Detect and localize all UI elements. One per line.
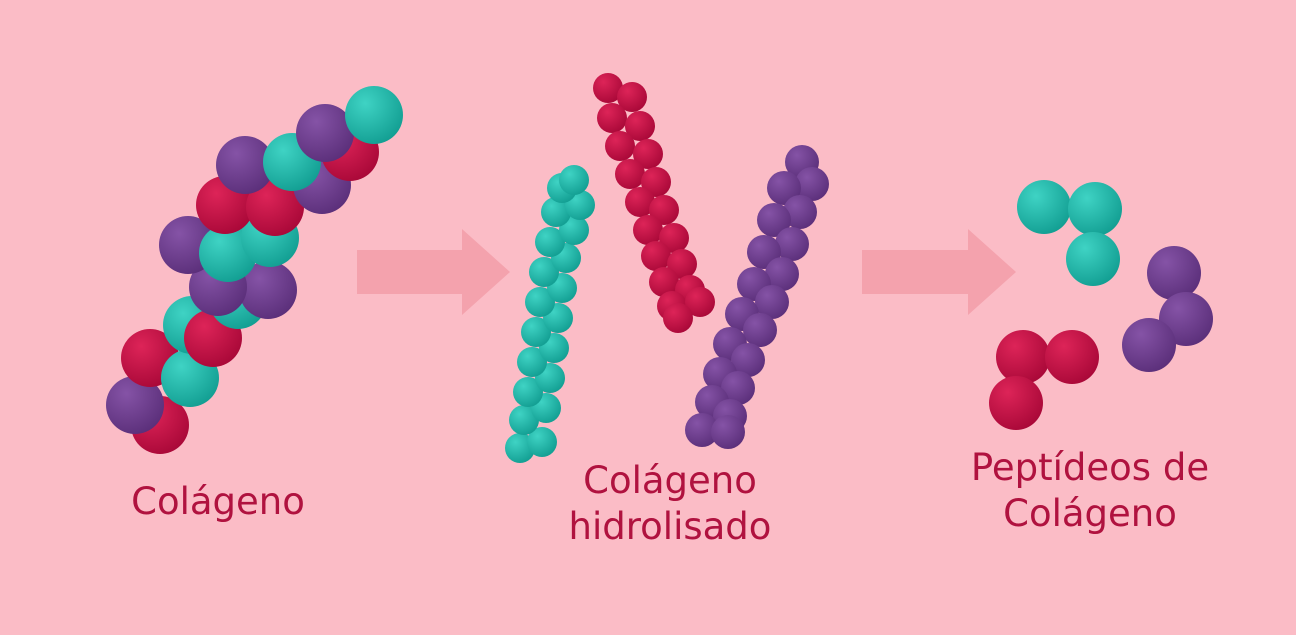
label-line: Colágeno — [583, 459, 757, 502]
label-collagen: Colágeno — [78, 479, 358, 525]
collagen-triple-helix — [106, 86, 403, 454]
right-arrow-icon — [862, 229, 1016, 315]
hydrolyzed-purple-chain — [685, 145, 829, 449]
label-line: hidrolisado — [568, 505, 772, 548]
label-line: Peptídeos de — [970, 446, 1210, 489]
arrow-collagen-to-hydrolyzed — [357, 229, 510, 315]
hydrolyzed-teal-chain — [505, 165, 595, 463]
peptide-teal — [1017, 180, 1122, 286]
right-arrow-icon — [357, 229, 510, 315]
label-hydrolyzed-collagen: Colágeno hidrolisado — [520, 458, 820, 550]
peptide-purple — [1122, 246, 1213, 372]
arrow-hydrolyzed-to-peptides — [862, 229, 1016, 315]
label-line: Colágeno — [131, 480, 305, 523]
hydrolyzed-crimson-chain — [593, 73, 715, 333]
label-collagen-peptides: Peptídeos de Colágeno — [940, 445, 1240, 537]
peptide-crimson — [989, 330, 1099, 430]
label-line: Colágeno — [1003, 492, 1177, 535]
